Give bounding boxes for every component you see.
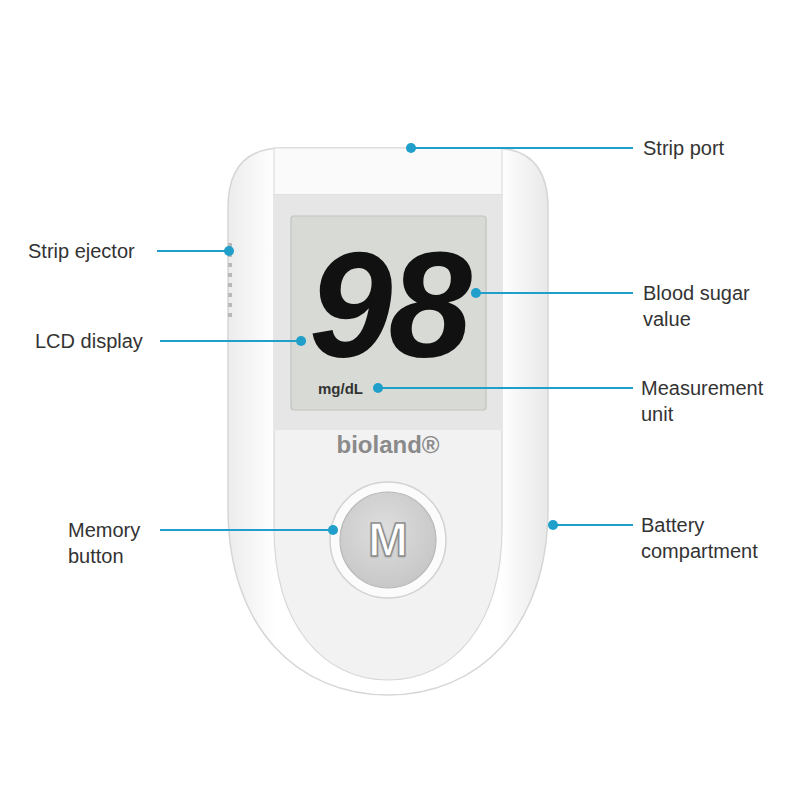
ridge — [228, 263, 232, 267]
part-label: LCD display — [35, 328, 157, 354]
meter-housing — [228, 148, 548, 695]
part-label: Measurement unit — [641, 375, 776, 427]
brand-logo: bioland® — [228, 431, 548, 459]
leader-dot — [373, 383, 383, 393]
part-label: Battery compartment — [641, 512, 791, 564]
part-label: Strip port — [643, 135, 793, 161]
leader-line — [160, 340, 301, 342]
unit-text: mg/dL — [318, 380, 468, 398]
leader-dot — [296, 336, 306, 346]
part-label: Blood sugar value — [643, 280, 778, 332]
leader-line — [553, 524, 633, 526]
ridge — [228, 253, 232, 257]
part-label: Strip ejector — [28, 238, 153, 264]
ridge — [228, 243, 232, 247]
ridge — [228, 313, 232, 317]
leader-dot — [406, 143, 416, 153]
leader-line — [378, 387, 633, 389]
ridge — [228, 293, 232, 297]
leader-line — [160, 529, 333, 531]
leader-dot — [548, 520, 558, 530]
leader-line — [157, 250, 229, 252]
meter-body: 98mg/dL Mbioland® — [228, 148, 548, 695]
leader-dot — [471, 288, 481, 298]
ridge — [228, 273, 232, 277]
button-letter: M — [330, 512, 446, 568]
leader-dot — [328, 525, 338, 535]
strip-port-cap — [274, 148, 502, 195]
ridge — [228, 283, 232, 287]
leader-line — [411, 147, 633, 149]
leader-dot — [224, 246, 234, 256]
memory-button: M — [330, 482, 446, 598]
screen-bezel — [274, 195, 502, 430]
blood-sugar-reading: 98 — [291, 230, 486, 380]
lcd-glass — [291, 216, 486, 410]
button-ring — [330, 482, 446, 598]
ejector-ridges — [228, 243, 232, 317]
lcd-screen: 98mg/dL — [291, 216, 486, 410]
part-label: Memory button — [68, 517, 168, 569]
ridge — [228, 303, 232, 307]
leader-line — [476, 292, 633, 294]
